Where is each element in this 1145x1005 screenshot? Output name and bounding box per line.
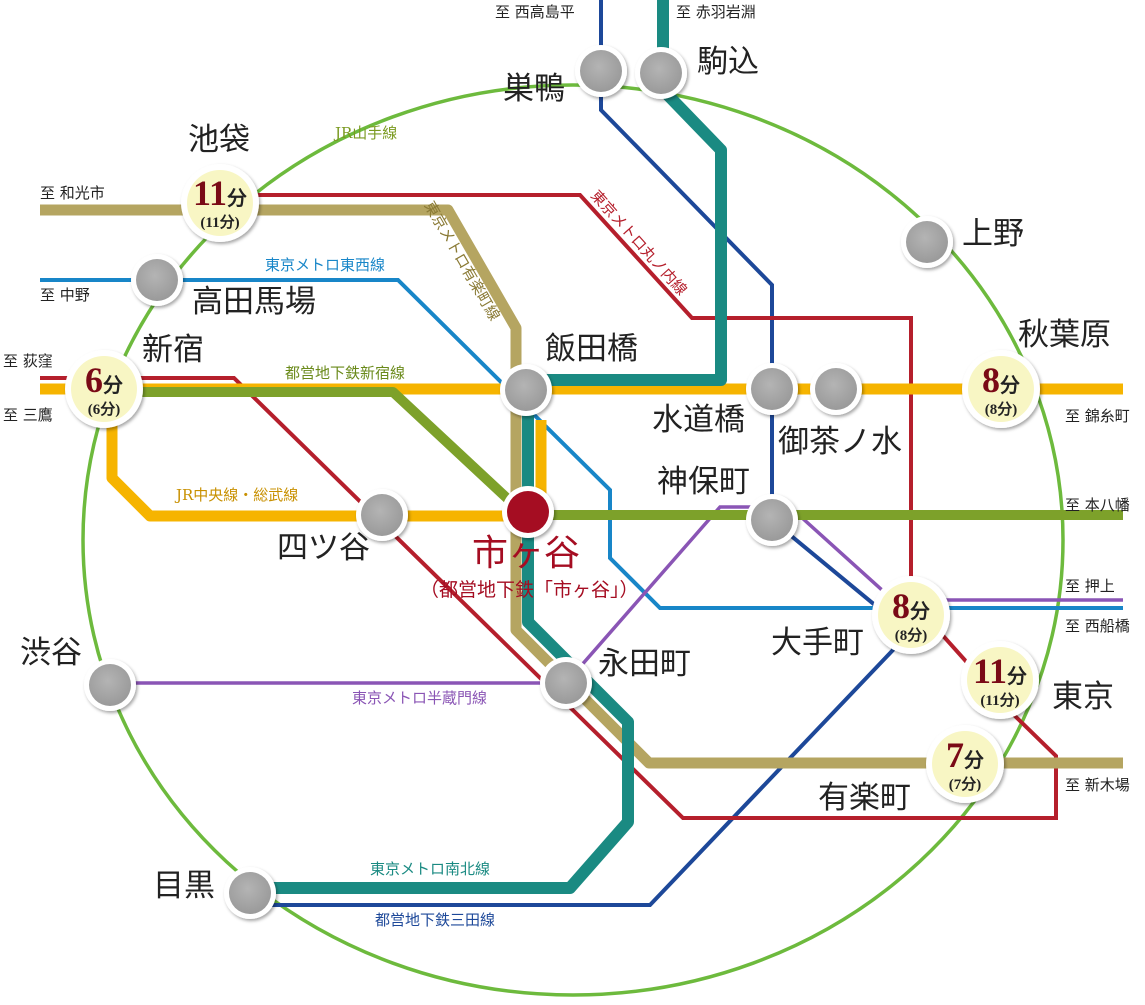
chuo-line-branch (106, 389, 547, 522)
direction-oshiage: 至 押上 (1065, 577, 1115, 595)
yamanote-line (81, 83, 1065, 997)
svg-text:(7分): (7分) (949, 776, 982, 793)
svg-text:8分: 8分 (982, 360, 1020, 400)
station-name-komagome: 駒込 (697, 44, 759, 80)
direction-nakano: 至 中野 (40, 286, 90, 304)
yurakucho-label: 東京メトロ有楽町線 (421, 198, 504, 324)
station-marker-yotsuya (356, 489, 408, 541)
station-name-iidabashi: 飯田橋 (545, 331, 638, 367)
station-marker-jimbocho (746, 494, 798, 546)
direction-shinkiba: 至 新木場 (1065, 776, 1130, 794)
svg-text:11分: 11分 (193, 173, 247, 213)
station-marker-nagatacho (540, 657, 592, 709)
namboku-label: 東京メトロ南北線 (370, 860, 490, 878)
station-marker-ichigaya (502, 486, 554, 538)
station-marker-suidobashi (746, 363, 798, 415)
direction-kinshicho: 至 錦糸町 (1065, 407, 1130, 425)
svg-text:(11分): (11分) (200, 214, 239, 231)
shinjuku-subway-line (93, 387, 1123, 520)
yamanote-label: JR山手線 (333, 124, 397, 142)
station-marker-ueno (901, 216, 953, 268)
station-marker-takadanobaba (131, 254, 183, 306)
station-name-otemachi: 大手町 (771, 625, 864, 661)
shinjuku-line-label: 都営地下鉄新宿線 (285, 364, 405, 382)
namboku-line (255, 0, 727, 894)
station-name-yurakucho: 有楽町 (818, 780, 911, 816)
time-bubble-otemachi: 8分 (8分) (872, 576, 950, 654)
hanzomon-label: 東京メトロ半蔵門線 (352, 689, 487, 707)
svg-text:(6分): (6分) (88, 401, 121, 418)
direction-nishifunabashi: 至 西船橋 (1065, 617, 1130, 635)
marunouchi-line (220, 193, 913, 600)
station-name-sugamo: 巣鴨 (503, 71, 565, 107)
direction-motoyawata: 至 本八幡 (1065, 496, 1130, 514)
chuo-label: JR中央線・総武線 (174, 486, 298, 504)
station-marker-shibuya (84, 659, 136, 711)
mita-label: 都営地下鉄三田線 (375, 911, 495, 929)
tozai-label: 東京メトロ東西線 (265, 256, 385, 274)
marunouchi-label: 東京メトロ丸ノ内線 (587, 187, 691, 299)
station-name-akihabara: 秋葉原 (1018, 317, 1111, 353)
time-bubble-tokyo: 11分 (11分) (961, 641, 1039, 719)
station-name-ichigaya-sub: （都営地下鉄「市ヶ谷」） (420, 579, 639, 601)
station-name-ichigaya: 市ヶ谷 (472, 533, 580, 574)
direction-nishitakashimadaira: 至 西高島平 (495, 3, 575, 21)
station-name-ueno: 上野 (962, 216, 1024, 252)
svg-text:(8分): (8分) (895, 627, 928, 644)
direction-ogikubo: 至 荻窪 (3, 352, 53, 370)
svg-text:6分: 6分 (85, 360, 123, 400)
station-marker-komagome (635, 47, 687, 99)
station-marker-sugamo (575, 45, 627, 97)
station-marker-ochanomizu (810, 363, 862, 415)
mita-line (255, 0, 895, 907)
station-name-nagatacho: 永田町 (598, 646, 691, 682)
time-bubble-ikebukuro: 11分 (11分) (181, 164, 259, 242)
station-marker-meguro (224, 867, 276, 919)
tozai-line (40, 278, 1123, 610)
station-name-suidobashi: 水道橋 (652, 402, 745, 438)
time-bubble-yurakucho: 7分 (7分) (926, 725, 1004, 803)
station-name-ikebukuro: 池袋 (188, 122, 250, 158)
svg-text:(8分): (8分) (985, 401, 1018, 418)
svg-text:(11分): (11分) (980, 692, 1019, 709)
station-marker-iidabashi (500, 364, 552, 416)
svg-text:11分: 11分 (973, 651, 1027, 691)
time-bubble-shinjuku: 6分 (6分) (65, 350, 143, 428)
station-name-tokyo: 東京 (1052, 679, 1114, 715)
station-name-takadanobaba: 高田馬場 (192, 284, 316, 320)
svg-text:7分: 7分 (946, 735, 984, 775)
station-name-jimbocho: 神保町 (657, 464, 750, 500)
station-name-ochanomizu: 御茶ノ水 (778, 424, 902, 460)
station-name-shibuya: 渋谷 (20, 635, 82, 671)
direction-akabaneiwabuchi: 至 赤羽岩淵 (676, 3, 756, 21)
direction-mitaka: 至 三鷹 (3, 406, 53, 424)
station-name-shinjuku: 新宿 (142, 332, 204, 368)
time-bubble-akihabara: 8分 (8分) (962, 350, 1040, 428)
svg-text:8分: 8分 (892, 586, 930, 626)
direction-wakoshi: 至 和光市 (40, 184, 105, 202)
station-name-yotsuya: 四ツ谷 (277, 530, 370, 566)
station-name-meguro: 目黒 (153, 868, 215, 904)
yurakucho-line (40, 204, 1123, 769)
